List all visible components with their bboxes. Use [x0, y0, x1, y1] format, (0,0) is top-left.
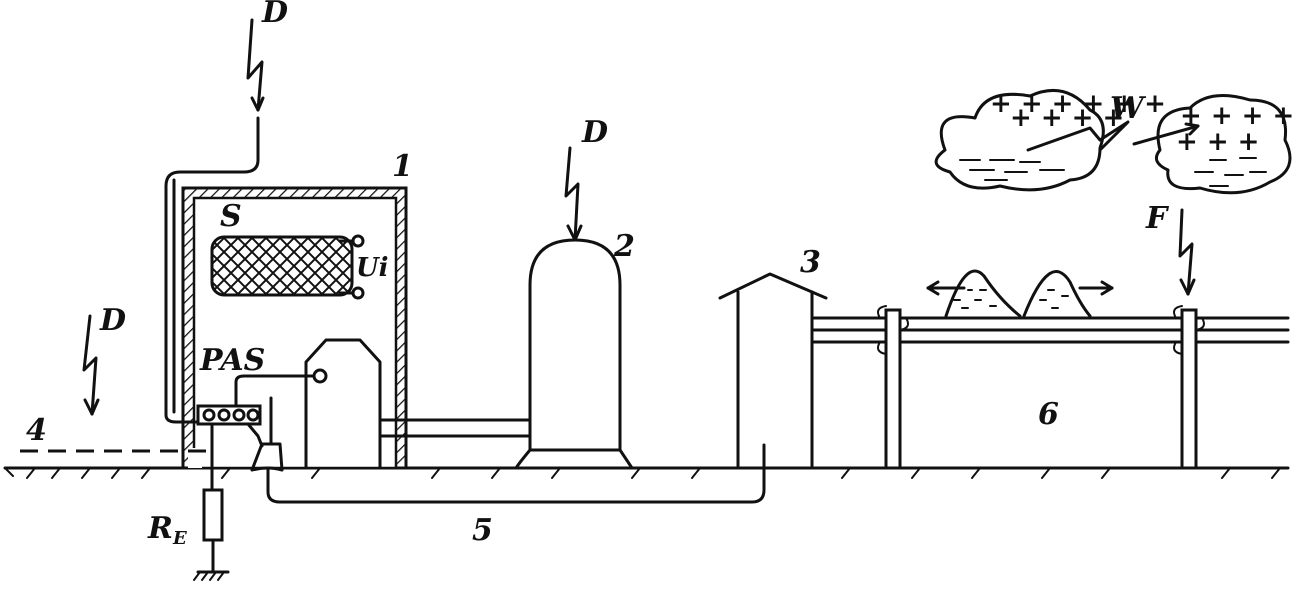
label-direct-strike-2: D — [581, 115, 608, 150]
label-induced-voltage: Ui — [356, 253, 389, 283]
overhead-line-6: 6 — [810, 305, 1290, 470]
strike-tank: D — [564, 115, 608, 242]
pole-right — [1180, 308, 1198, 470]
strike-overhead-line: F — [1145, 201, 1196, 296]
label-overhead-line: 6 — [1038, 397, 1059, 432]
strike-building: D — [246, 0, 288, 112]
cloud-discharge: W — [1026, 91, 1200, 152]
lightning-bolt-icon — [82, 314, 98, 416]
lightning-bolt-icon — [1178, 208, 1194, 296]
buried-cable-5: 5 — [266, 443, 766, 548]
travelling-waves — [926, 269, 1114, 318]
earth-resistance: RE — [147, 488, 230, 581]
tank-2: 2 — [514, 229, 635, 470]
label-pas: PAS — [199, 343, 265, 378]
strike-ground: D — [82, 303, 126, 416]
connecting-pipe — [380, 418, 532, 438]
svg-text:+ + + +: + + + + — [1010, 103, 1124, 133]
lightning-bolt-icon — [246, 18, 264, 112]
label-field-strike: F — [1145, 201, 1170, 236]
svg-text:+ + + + + +: + + + + + + — [990, 89, 1166, 119]
label-direct-strike-1: D — [261, 0, 288, 30]
label-line-4: 4 — [26, 413, 47, 448]
svg-text:+ + +: + + + — [1176, 127, 1259, 157]
cloud-right: + + + + + + + — [1154, 94, 1294, 195]
ground-symbol-icon — [193, 570, 230, 581]
house-3: 3 — [718, 245, 828, 470]
label-direct-strike-3: D — [99, 303, 126, 338]
resistor-icon — [202, 488, 224, 542]
label-buried-cable: 5 — [472, 513, 493, 548]
lightning-bolt-icon — [564, 146, 580, 242]
label-building-1: 1 — [392, 149, 413, 184]
label-cloud-discharge: W — [1110, 91, 1147, 126]
potential-equalization-bar: PAS — [196, 343, 265, 492]
label-earth-resistance: RE — [147, 511, 187, 549]
equipment-cabinet — [234, 338, 382, 472]
pole-left — [884, 308, 902, 470]
screen-mesh: S Ui — [210, 199, 389, 300]
lightning-bolt-icon — [1026, 120, 1130, 152]
cloud-left: + + + + + + + + + + — [934, 88, 1166, 192]
label-tank: 2 — [613, 229, 635, 264]
down-conductor — [164, 116, 260, 424]
label-house: 3 — [800, 245, 821, 280]
label-screen: S — [220, 199, 242, 234]
incoming-line-4: 4 — [20, 413, 206, 453]
